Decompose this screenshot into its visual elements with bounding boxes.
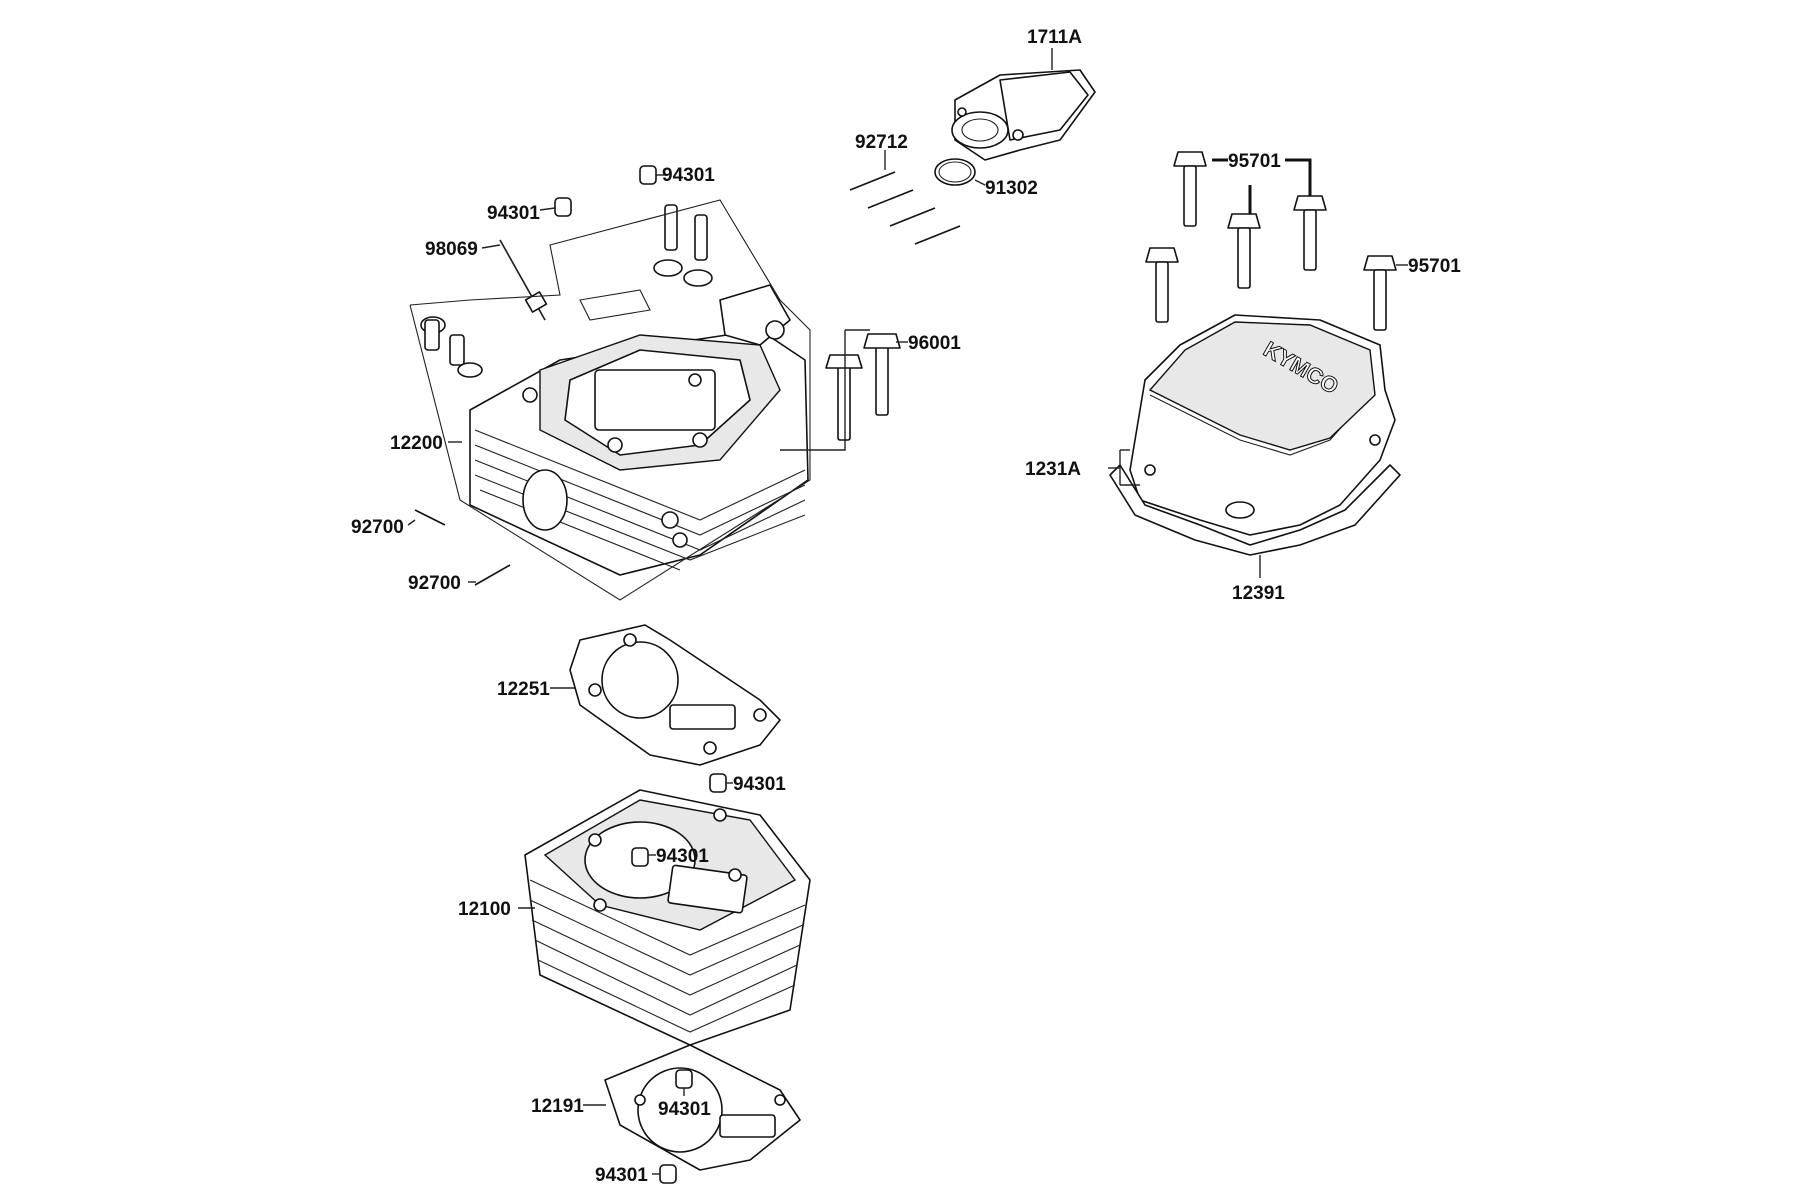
dowel-pin-bottom — [659, 1164, 677, 1184]
cover-bolts-95701 — [1145, 151, 1397, 331]
label-12251: 12251 — [497, 679, 550, 700]
label-1711A: 1711A — [1027, 27, 1082, 48]
label-94301-mid: 94301 — [733, 774, 786, 795]
label-12391: 12391 — [1232, 583, 1285, 604]
label-12191: 12191 — [531, 1096, 584, 1117]
label-92712: 92712 — [855, 132, 908, 153]
cylinder-block — [524, 789, 811, 1046]
studs-92700 — [414, 509, 511, 586]
label-1231A: 1231A — [1025, 459, 1081, 480]
dowel-pins-head — [554, 165, 657, 217]
cylinder-head-cover: KYMCO — [1109, 314, 1401, 556]
valve-guides — [420, 204, 713, 378]
label-92700-b: 92700 — [408, 573, 461, 594]
label-94301-top: 94301 — [662, 165, 715, 186]
label-12100: 12100 — [458, 899, 511, 920]
cylinder-head — [469, 284, 809, 576]
label-95701-top: 95701 — [1228, 151, 1281, 172]
label-94301-bottom: 94301 — [595, 1165, 648, 1186]
label-94301-gasket: 94301 — [658, 1099, 711, 1120]
label-94301-cyl: 94301 — [656, 846, 709, 867]
label-96001: 96001 — [908, 333, 961, 354]
base-gasket — [604, 1044, 801, 1171]
part-labels: 1711A 92712 91302 94301 94301 98069 9600… — [351, 27, 1461, 1186]
label-94301-left: 94301 — [487, 203, 540, 224]
intake-manifold — [951, 69, 1096, 161]
label-91302: 91302 — [985, 178, 1038, 199]
leader-lines — [407, 48, 1408, 1175]
dowel-pin-mid — [709, 773, 727, 793]
bolts-96001 — [825, 333, 901, 441]
o-ring-91302 — [934, 158, 976, 186]
label-92700-a: 92700 — [351, 517, 404, 538]
label-98069: 98069 — [425, 239, 478, 260]
studs-92712 — [849, 171, 961, 245]
label-95701-right: 95701 — [1408, 256, 1461, 277]
label-12200: 12200 — [390, 433, 443, 454]
spark-plug — [499, 239, 548, 321]
head-gasket — [569, 624, 781, 766]
